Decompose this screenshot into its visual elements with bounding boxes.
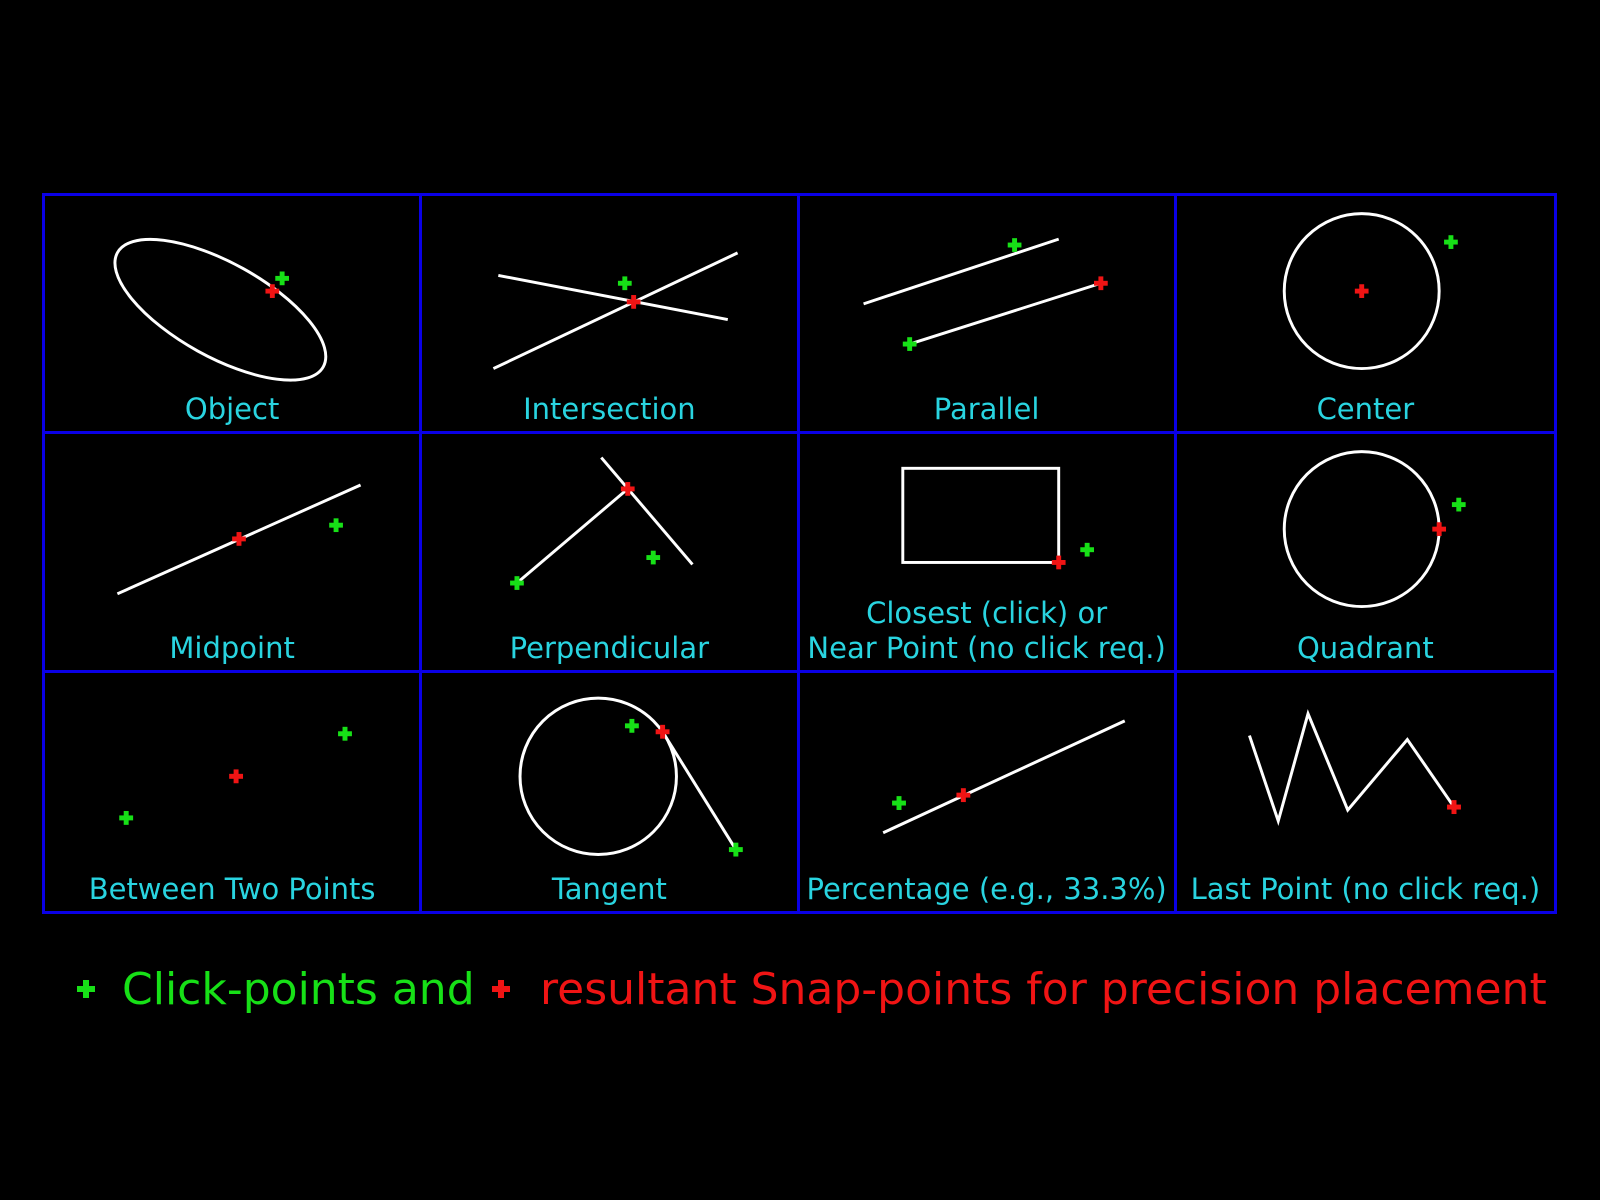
label-line-2: Near Point (no click req.) [807,630,1166,665]
cell-parallel: Parallel [799,196,1177,435]
reference-line [862,237,1059,306]
cell-intersection: Intersection [422,196,800,435]
circle-shape [518,696,679,856]
snap-point-marker [265,284,280,298]
cell-label-perpendicular: Perpendicular [509,630,710,665]
label-line-1: Closest (click) or [866,595,1108,630]
cell-label-quadrant: Quadrant [1296,630,1434,665]
click-point-marker [1079,543,1094,557]
click-point-marker [729,842,744,857]
cell-perpendicular: Perpendicular [422,434,800,673]
polyline-shape [1247,708,1455,826]
snap-point-marker [1051,555,1066,570]
click-point-marker [891,795,906,810]
snap-modes-grid: Object Intersection Parallel Center [42,193,1557,914]
cell-label-parallel: Parallel [933,392,1040,427]
closest-drawing [900,467,1094,570]
cell-label-between: Between Two Points [88,871,376,906]
click-point-marker [902,337,917,351]
click-point-marker [329,518,343,533]
cell-last-point: Last Point (no click req.) [1177,673,1554,911]
click-point-marker [618,276,632,291]
click-point-marker [338,726,352,741]
click-point-marker [1007,238,1021,252]
cell-label-last-point: Last Point (no click req.) [1190,871,1541,906]
cell-center: Center [1176,196,1554,435]
cell-label-center: Center [1316,392,1415,427]
legend-snap-text: resultant Snap-points for precision plac… [540,964,1547,1015]
quadrant-drawing [1282,450,1466,609]
center-drawing [1282,212,1458,371]
cell-quadrant: Quadrant [1176,434,1554,673]
percentage-drawing [882,719,1125,834]
click-point-marker [646,551,661,565]
snap-point-marker [627,295,641,309]
cell-label-closest: Closest (click) or Near Point (no click … [800,596,1174,666]
click-point-marker [1451,498,1466,512]
cell-label-percentage: Percentage (e.g., 33.3%) [806,871,1167,906]
perpendicular-line [516,488,629,585]
ellipse-shape [113,237,328,382]
snap-point-legend-icon [492,980,510,998]
snap-point-marker [229,769,244,783]
cell-label-midpoint: Midpoint [169,630,295,665]
snap-point-marker [232,532,246,547]
legend-click-text: Click-points and [122,964,475,1015]
segment-line [882,719,1125,834]
cell-between: Between Two Points [45,672,423,911]
line-a [498,273,729,321]
cell-label-intersection: Intersection [523,392,696,427]
click-point-marker [1443,235,1458,249]
snap-point-marker [1354,284,1369,298]
object-drawing [113,237,328,382]
cell-tangent: Tangent [422,672,800,911]
circle-shape [1282,212,1441,371]
perpendicular-drawing [510,456,694,591]
cell-percentage: Percentage (e.g., 33.3%) [800,672,1177,911]
reference-line [600,456,694,566]
tangent-line [661,730,738,851]
snap-point-marker [1432,522,1446,537]
rectangle-shape [900,467,1060,565]
click-point-marker [119,810,134,825]
midpoint-drawing [116,483,362,596]
intersection-drawing [493,251,739,370]
click-point-marker [625,718,640,733]
snap-point-marker [1093,276,1108,291]
cell-closest: Closest (click) or Near Point (no click … [799,434,1177,673]
cell-object: Object [45,196,423,435]
last-point-drawing [1247,708,1461,826]
cell-label-object: Object [184,392,280,427]
click-point-legend-icon [77,980,95,998]
parallel-line [908,281,1101,346]
cell-label-tangent: Tangent [551,871,667,906]
snap-point-marker [955,787,970,802]
parallel-drawing [862,237,1108,351]
line-b [493,251,739,370]
tangent-drawing [518,696,744,857]
click-point-marker [275,271,289,286]
legend: Click-points and resultant Snap-points f… [0,960,1600,1020]
cell-midpoint: Midpoint [45,434,423,673]
circle-shape [1282,450,1441,609]
